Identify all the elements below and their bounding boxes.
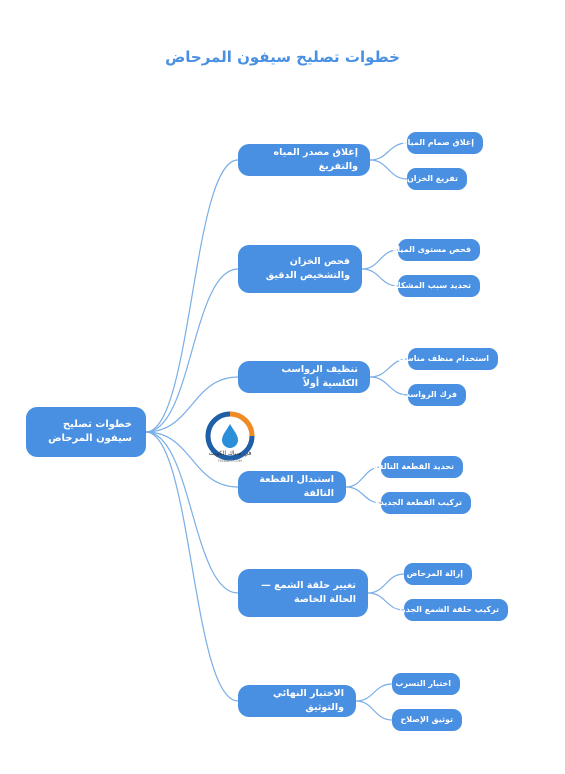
branch-node-3[interactable]: تنظيف الرواسب الكلسية أولاً <box>238 361 370 393</box>
connector-line <box>369 358 409 378</box>
connector-line <box>355 683 393 702</box>
branch-node-6[interactable]: الاختبار النهائي والتوثيق <box>238 685 356 717</box>
leaf-node[interactable]: تحديد سبب المشكلة <box>393 275 480 297</box>
branch-label: إغلاق مصدر المياه والتفريغ <box>273 147 358 172</box>
water-drop-logo-icon <box>205 411 255 461</box>
connector-line <box>145 159 239 433</box>
connector-line <box>145 431 239 702</box>
branch-node-5[interactable]: تغيير حلقة الشمع — الحالة الخاصة <box>238 569 368 617</box>
connector-line <box>145 431 239 488</box>
leaf-node[interactable]: استخدام منظف مناسب <box>397 348 498 370</box>
leaf-node[interactable]: تركيب القطعة الجديدة <box>375 492 471 514</box>
leaf-node[interactable]: فحص مستوى المياه <box>393 239 480 261</box>
connector-line <box>369 159 408 180</box>
connector-line <box>369 376 409 396</box>
logo-name: في سباك الكويت <box>208 450 252 457</box>
branch-label: فحص الخزان والتشخيص الدقيق <box>265 256 350 281</box>
leaf-node[interactable]: فرك الرواسب <box>402 384 466 406</box>
connector-line <box>145 376 239 433</box>
connector-line <box>145 268 239 433</box>
root-node[interactable]: خطوات تصليح سيفون المرحاض <box>26 407 146 457</box>
leaf-node[interactable]: إزالة المرحاض <box>404 563 472 585</box>
branch-label: تغيير حلقة الشمع — الحالة الخاصة <box>261 580 356 605</box>
page-title: خطوات تصليح سيفون المرحاض <box>165 48 400 66</box>
branch-node-1[interactable]: إغلاق مصدر المياه والتفريغ <box>238 144 370 176</box>
connector-line <box>367 573 405 594</box>
connector-line <box>367 592 405 611</box>
connector-line <box>361 249 399 270</box>
branch-label: استبدال القطعة التالفة <box>259 474 334 499</box>
branch-node-4[interactable]: استبدال القطعة التالفة <box>238 471 346 503</box>
connector-line <box>355 700 393 721</box>
connector-line <box>145 431 239 594</box>
leaf-node[interactable]: تحديد القطعة التالفة <box>373 456 463 478</box>
leaf-node[interactable]: إغلاق صمام المياه <box>403 132 483 154</box>
connector-line <box>345 466 382 488</box>
leaf-node[interactable]: تفريغ الخزان <box>407 168 467 190</box>
leaf-node[interactable]: توثيق الإصلاح <box>392 709 462 731</box>
connector-line <box>361 268 399 287</box>
leaf-node[interactable]: تركيب حلقة الشمع الجديدة <box>393 599 508 621</box>
connector-line <box>369 142 408 161</box>
root-node-label: خطوات تصليح سيفون المرحاض <box>48 418 132 445</box>
logo-url: FIKWAIT.COM <box>218 459 242 463</box>
branch-node-2[interactable]: فحص الخزان والتشخيص الدقيق <box>238 245 362 293</box>
connector-line <box>345 486 382 504</box>
leaf-node[interactable]: اختبار التسرب <box>392 673 460 695</box>
branch-label: الاختبار النهائي والتوثيق <box>273 688 344 713</box>
branch-label: تنظيف الرواسب الكلسية أولاً <box>281 364 359 389</box>
